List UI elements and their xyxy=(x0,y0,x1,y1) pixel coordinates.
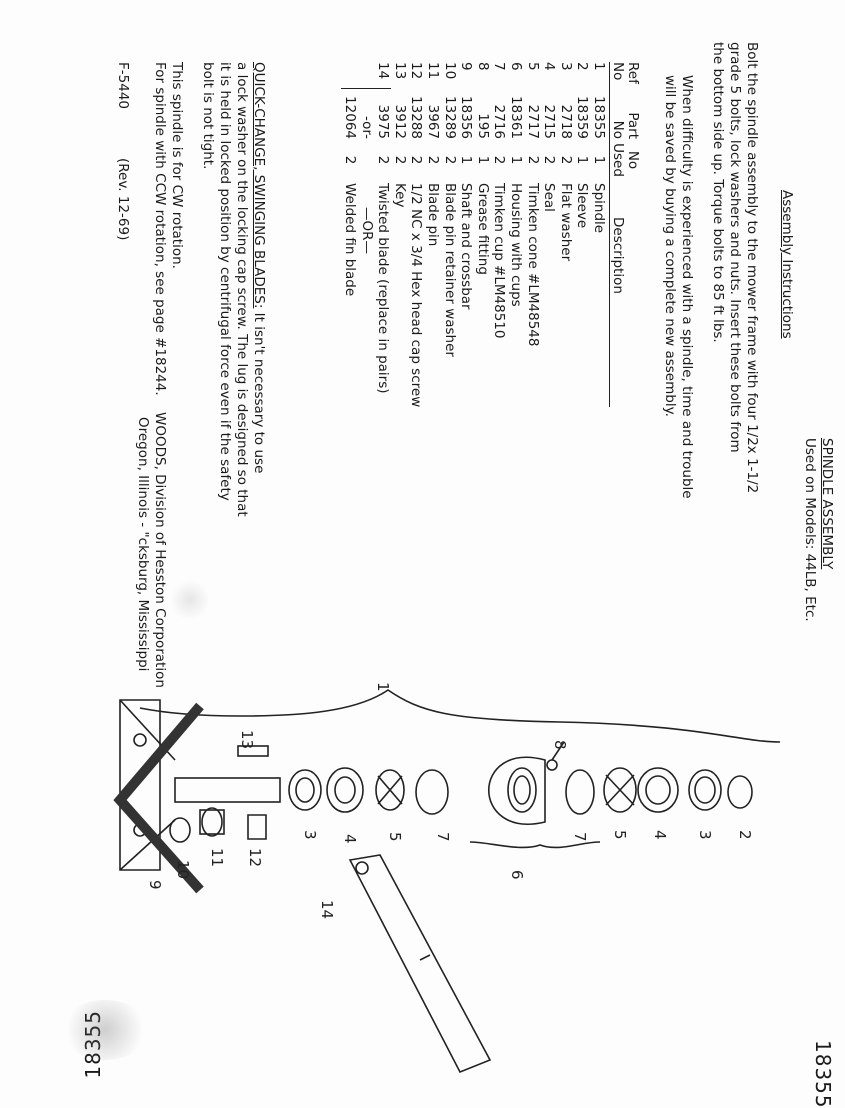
callout-8: 8 xyxy=(551,740,569,750)
callout-11: 11 xyxy=(208,848,226,867)
callout-1: 1 xyxy=(374,682,392,692)
callout-14: 14 xyxy=(318,900,336,919)
brace-item-6 xyxy=(469,841,601,849)
blade-part xyxy=(348,854,492,1074)
brace-item-1 xyxy=(139,689,781,743)
shaft-part xyxy=(174,777,281,803)
callout-10: 10 xyxy=(174,860,192,879)
callout-5: 5 xyxy=(611,830,629,840)
callout-12: 12 xyxy=(246,848,264,867)
callout-4: 4 xyxy=(651,830,669,840)
callout-6: 6 xyxy=(508,870,526,880)
callout-3: 3 xyxy=(696,830,714,840)
callout-5b: 5 xyxy=(386,832,404,842)
housing-part xyxy=(487,756,546,825)
print-smudge xyxy=(170,580,210,620)
callout-7: 7 xyxy=(571,832,589,842)
sleeve-part xyxy=(727,775,753,809)
callout-13: 13 xyxy=(238,730,256,749)
callout-9: 9 xyxy=(146,880,164,890)
callout-4b: 4 xyxy=(341,834,359,844)
callout-2: 2 xyxy=(736,830,754,840)
print-smudge xyxy=(60,1000,150,1060)
key-part xyxy=(237,745,269,757)
callout-3b: 3 xyxy=(301,830,319,840)
callout-7b: 7 xyxy=(434,832,452,842)
